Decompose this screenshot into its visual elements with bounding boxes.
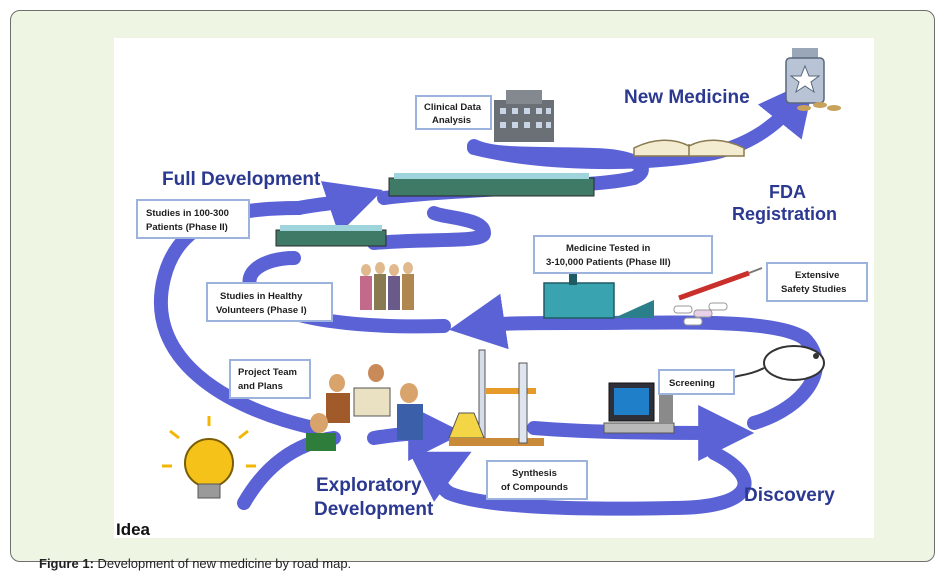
hospital-building-icon [494, 90, 554, 142]
svg-text:Patients (Phase II): Patients (Phase II) [146, 222, 228, 233]
medicine-bottle-icon [785, 48, 841, 111]
svg-text:Screening: Screening [669, 378, 715, 389]
exploratory-title-line2: Development [314, 499, 434, 520]
phase2-box: Studies in 100-300 Patients (Phase II) [136, 199, 250, 239]
caption-label: Figure 1: [39, 556, 94, 571]
svg-text:Studies in 100-300: Studies in 100-300 [146, 208, 229, 219]
hospital-beds-lower-icon [275, 229, 387, 247]
svg-text:Project Team: Project Team [238, 367, 297, 378]
road-synthesis-loop [408, 446, 752, 516]
road-phase2-loop [367, 206, 492, 250]
roadmap-diagram: New Medicine Full Development FDA Regist… [116, 48, 868, 538]
road-discovery-loop [449, 293, 823, 430]
new-medicine-title: New Medicine [624, 87, 750, 108]
discovery-title: Discovery [744, 485, 835, 506]
computer-screening-icon [603, 382, 675, 434]
svg-text:3-10,000 Patients (Phase III): 3-10,000 Patients (Phase III) [546, 257, 671, 268]
synthesis-box: Synthesis of Compounds [486, 460, 588, 500]
roadmap-road [153, 78, 823, 516]
screening-box: Screening [658, 369, 735, 395]
phase1-box: Studies in Healthy Volunteers (Phase I) [206, 282, 333, 322]
full-development-title: Full Development [162, 169, 321, 190]
exploratory-title-line1: Exploratory [316, 475, 422, 496]
figure-frame: New Medicine Full Development FDA Regist… [10, 10, 935, 571]
project-team-meeting-icon [306, 364, 423, 451]
svg-text:Studies in Healthy: Studies in Healthy [220, 291, 303, 302]
lab-glassware-icon [448, 349, 544, 446]
lab-rat-icon [723, 345, 825, 384]
svg-text:Analysis: Analysis [432, 115, 471, 126]
hospital-beds-upper-icon [388, 177, 595, 197]
svg-text:and Plans: and Plans [238, 381, 283, 392]
idea-title: Idea [116, 520, 151, 538]
volunteers-group-icon [360, 262, 414, 310]
svg-text:Synthesis: Synthesis [512, 468, 557, 479]
svg-text:Clinical Data: Clinical Data [424, 102, 482, 113]
project-team-box: Project Team and Plans [229, 359, 311, 399]
clinical-data-box: Clinical Data Analysis [415, 95, 492, 130]
svg-text:Safety Studies: Safety Studies [781, 284, 846, 295]
svg-text:Volunteers (Phase I): Volunteers (Phase I) [216, 305, 307, 316]
pills-syringe-icon [673, 267, 763, 326]
safety-studies-box: Extensive Safety Studies [766, 262, 868, 302]
svg-text:Extensive: Extensive [795, 270, 839, 281]
fda-title-line1: FDA [769, 182, 806, 202]
roadmap-panel: New Medicine Full Development FDA Regist… [114, 38, 874, 538]
fda-title-line2: Registration [732, 204, 837, 224]
idea-lightbulb-icon [162, 416, 256, 499]
road-into-full-dev [292, 181, 383, 235]
svg-text:of Compounds: of Compounds [501, 482, 568, 493]
caption-text: Development of new medicine by road map. [97, 556, 352, 571]
svg-text:Medicine Tested in: Medicine Tested in [566, 243, 650, 254]
figure-caption: Figure 1: Development of new medicine by… [39, 556, 351, 571]
phase3-box: Medicine Tested in 3-10,000 Patients (Ph… [533, 235, 713, 274]
open-book-icon [633, 139, 745, 157]
